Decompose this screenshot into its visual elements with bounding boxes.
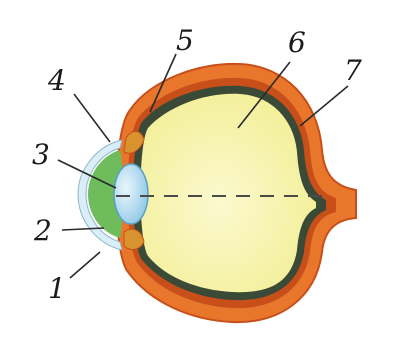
leader-line-1 [70,252,100,278]
label-4: 4 [47,64,66,97]
label-1: 1 [48,272,66,305]
lens [114,164,148,224]
label-2: 2 [33,214,52,247]
label-6: 6 [288,26,306,59]
leader-line-4 [74,94,110,142]
label-7: 7 [344,54,362,87]
label-3: 3 [32,138,50,171]
label-5: 5 [176,24,194,57]
